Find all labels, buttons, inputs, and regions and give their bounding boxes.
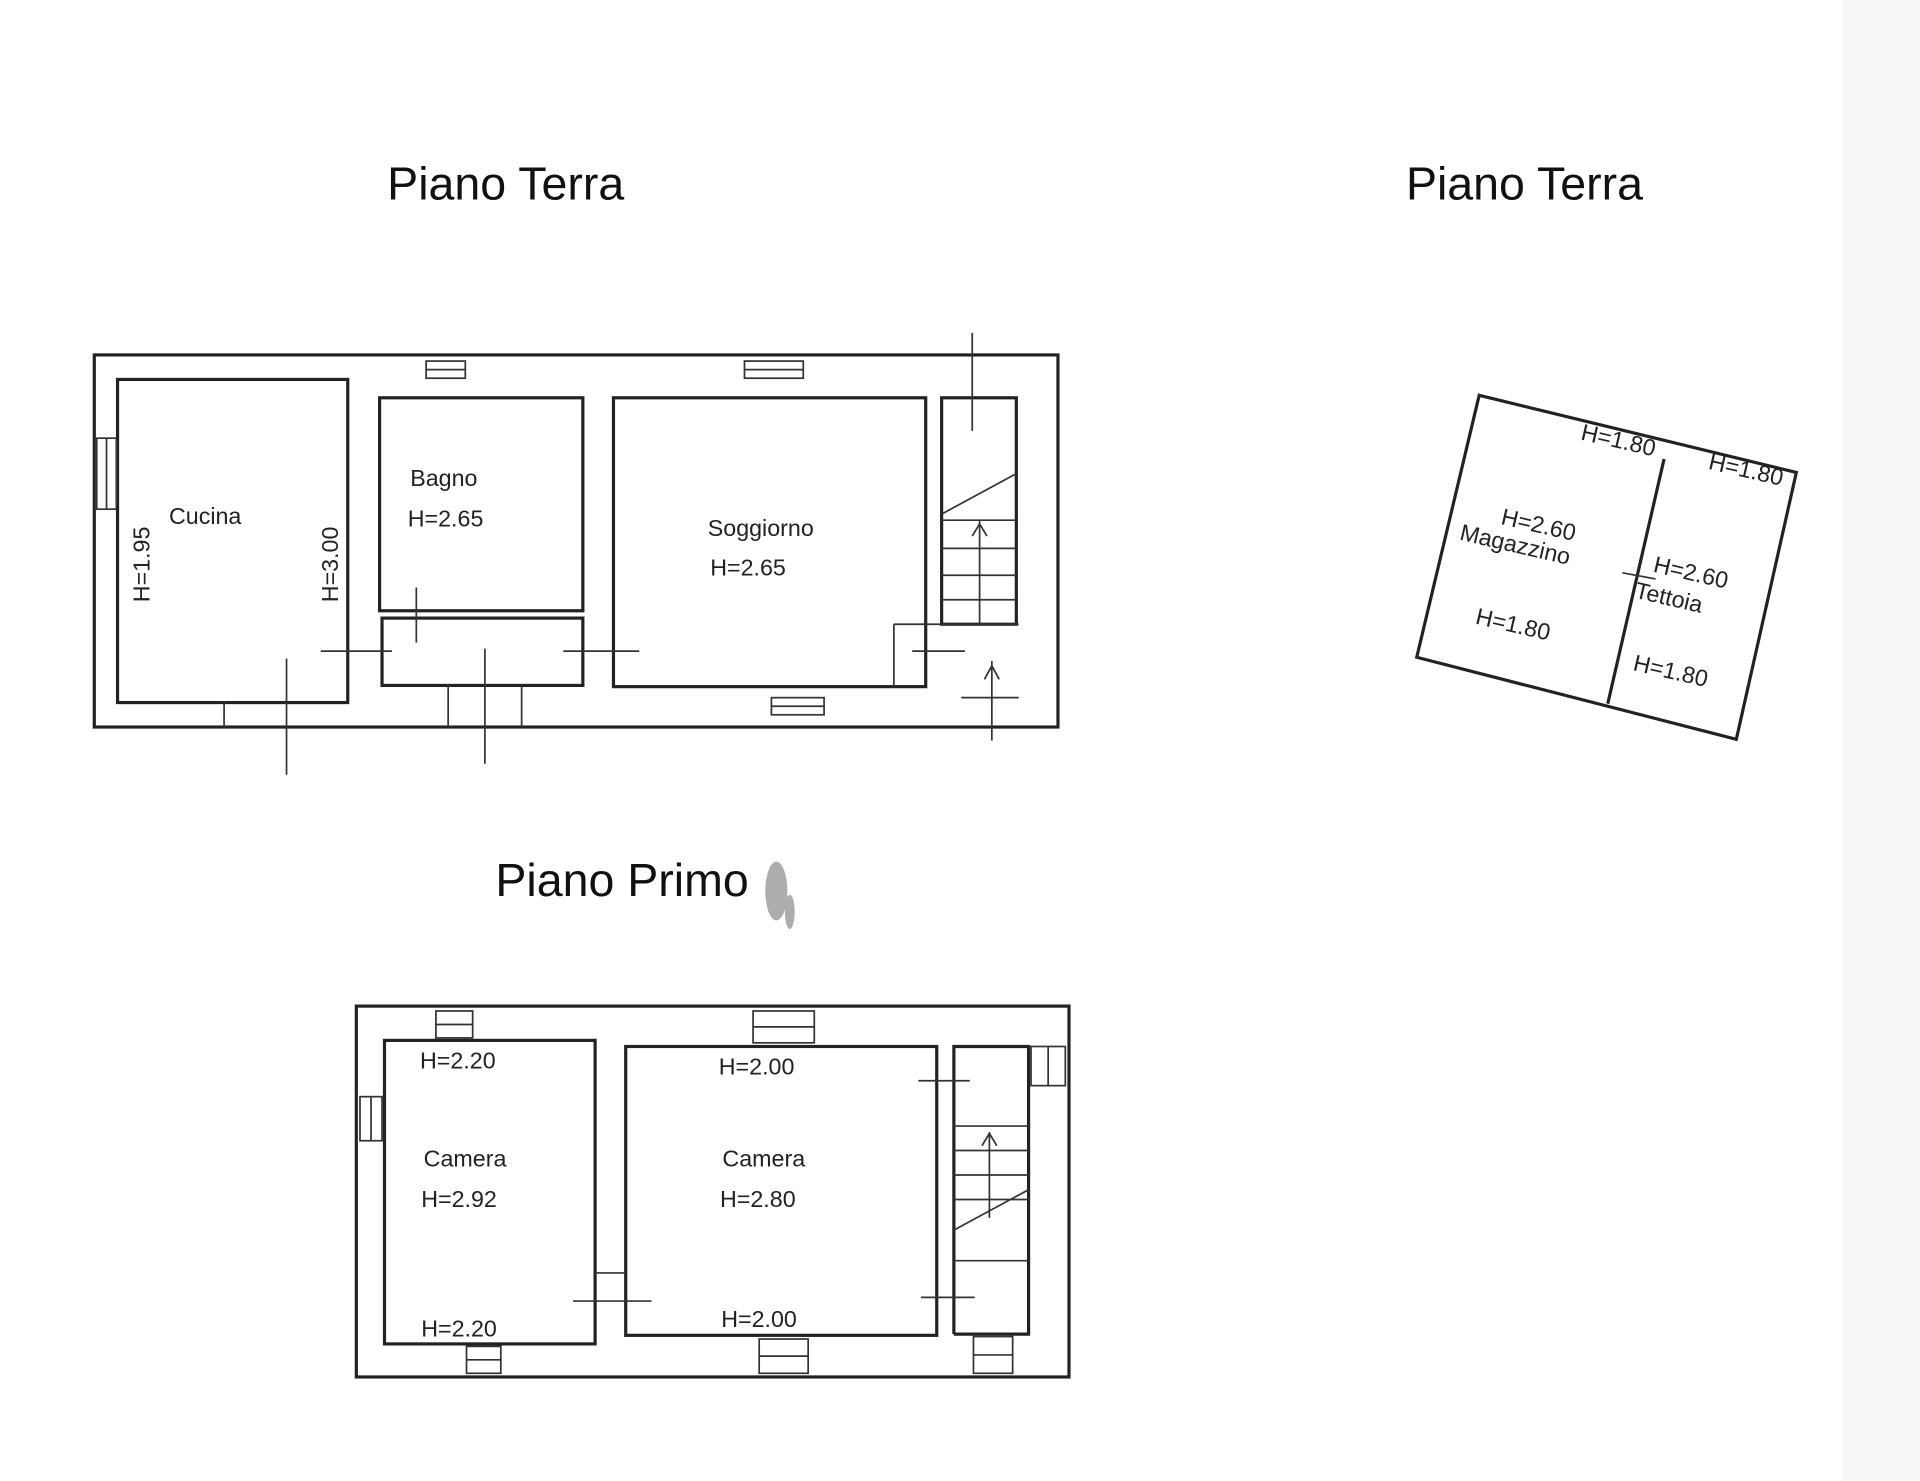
doors — [573, 1079, 975, 1302]
annex-outline — [1414, 393, 1799, 742]
windows — [95, 360, 825, 716]
label-tettoia-h-bottom: H=1.80 — [1631, 650, 1711, 692]
room-soggiorno — [611, 396, 928, 689]
outer-wall — [92, 353, 1060, 729]
label-bagno: Bagno — [410, 465, 477, 491]
ground-floor-plan: Cucina H=1.95 H=3.00 Bagno H=2.65 Soggio… — [92, 332, 1060, 775]
corridor — [380, 616, 585, 688]
scan-edge — [1842, 0, 1920, 1481]
annex-plan: H=1.80 H=1.80 H=2.60 Magazzino H=2.60 Te… — [1414, 393, 1799, 742]
windows — [359, 1010, 1067, 1375]
label-magazzino-h-top: H=1.80 — [1579, 419, 1659, 461]
label-camera2-h: H=2.80 — [720, 1186, 796, 1212]
label-cucina-h-left: H=1.95 — [128, 527, 154, 603]
scan-smudge — [765, 861, 795, 929]
room-bagno — [378, 396, 585, 613]
stair-steps — [893, 332, 1019, 741]
label-camera2-h-bottom: H=2.00 — [721, 1306, 797, 1332]
doors — [223, 587, 965, 775]
label-cucina-h-right: H=3.00 — [317, 527, 343, 603]
outer-wall — [354, 1004, 1071, 1379]
title-ground-main: Piano Terra — [387, 158, 624, 210]
annex-divider — [1606, 458, 1666, 705]
room-cucina — [115, 377, 350, 705]
title-first-floor: Piano Primo — [495, 854, 748, 906]
label-magazzino-h-bottom: H=1.80 — [1473, 603, 1553, 645]
staircase — [952, 1044, 1031, 1336]
label-camera1-h-bottom: H=2.20 — [421, 1316, 497, 1342]
label-camera1: Camera — [424, 1145, 507, 1171]
label-bagno-h: H=2.65 — [408, 505, 484, 531]
title-ground-annex: Piano Terra — [1406, 158, 1643, 210]
room-camera-2 — [624, 1044, 939, 1337]
room-camera-1 — [382, 1038, 597, 1346]
first-floor-plan: H=2.20 Camera H=2.92 H=2.20 H=2.00 Camer… — [354, 1004, 1071, 1379]
label-camera1-h: H=2.92 — [421, 1186, 497, 1212]
stair-steps — [953, 1125, 1029, 1262]
label-camera2: Camera — [722, 1145, 805, 1171]
label-cucina: Cucina — [169, 503, 241, 529]
label-soggiorno-h: H=2.65 — [710, 554, 786, 580]
label-tettoia-h-top: H=1.80 — [1706, 448, 1786, 490]
label-camera1-h-top: H=2.20 — [420, 1048, 496, 1074]
label-camera2-h-top: H=2.00 — [719, 1054, 795, 1080]
label-soggiorno: Soggiorno — [708, 515, 814, 541]
